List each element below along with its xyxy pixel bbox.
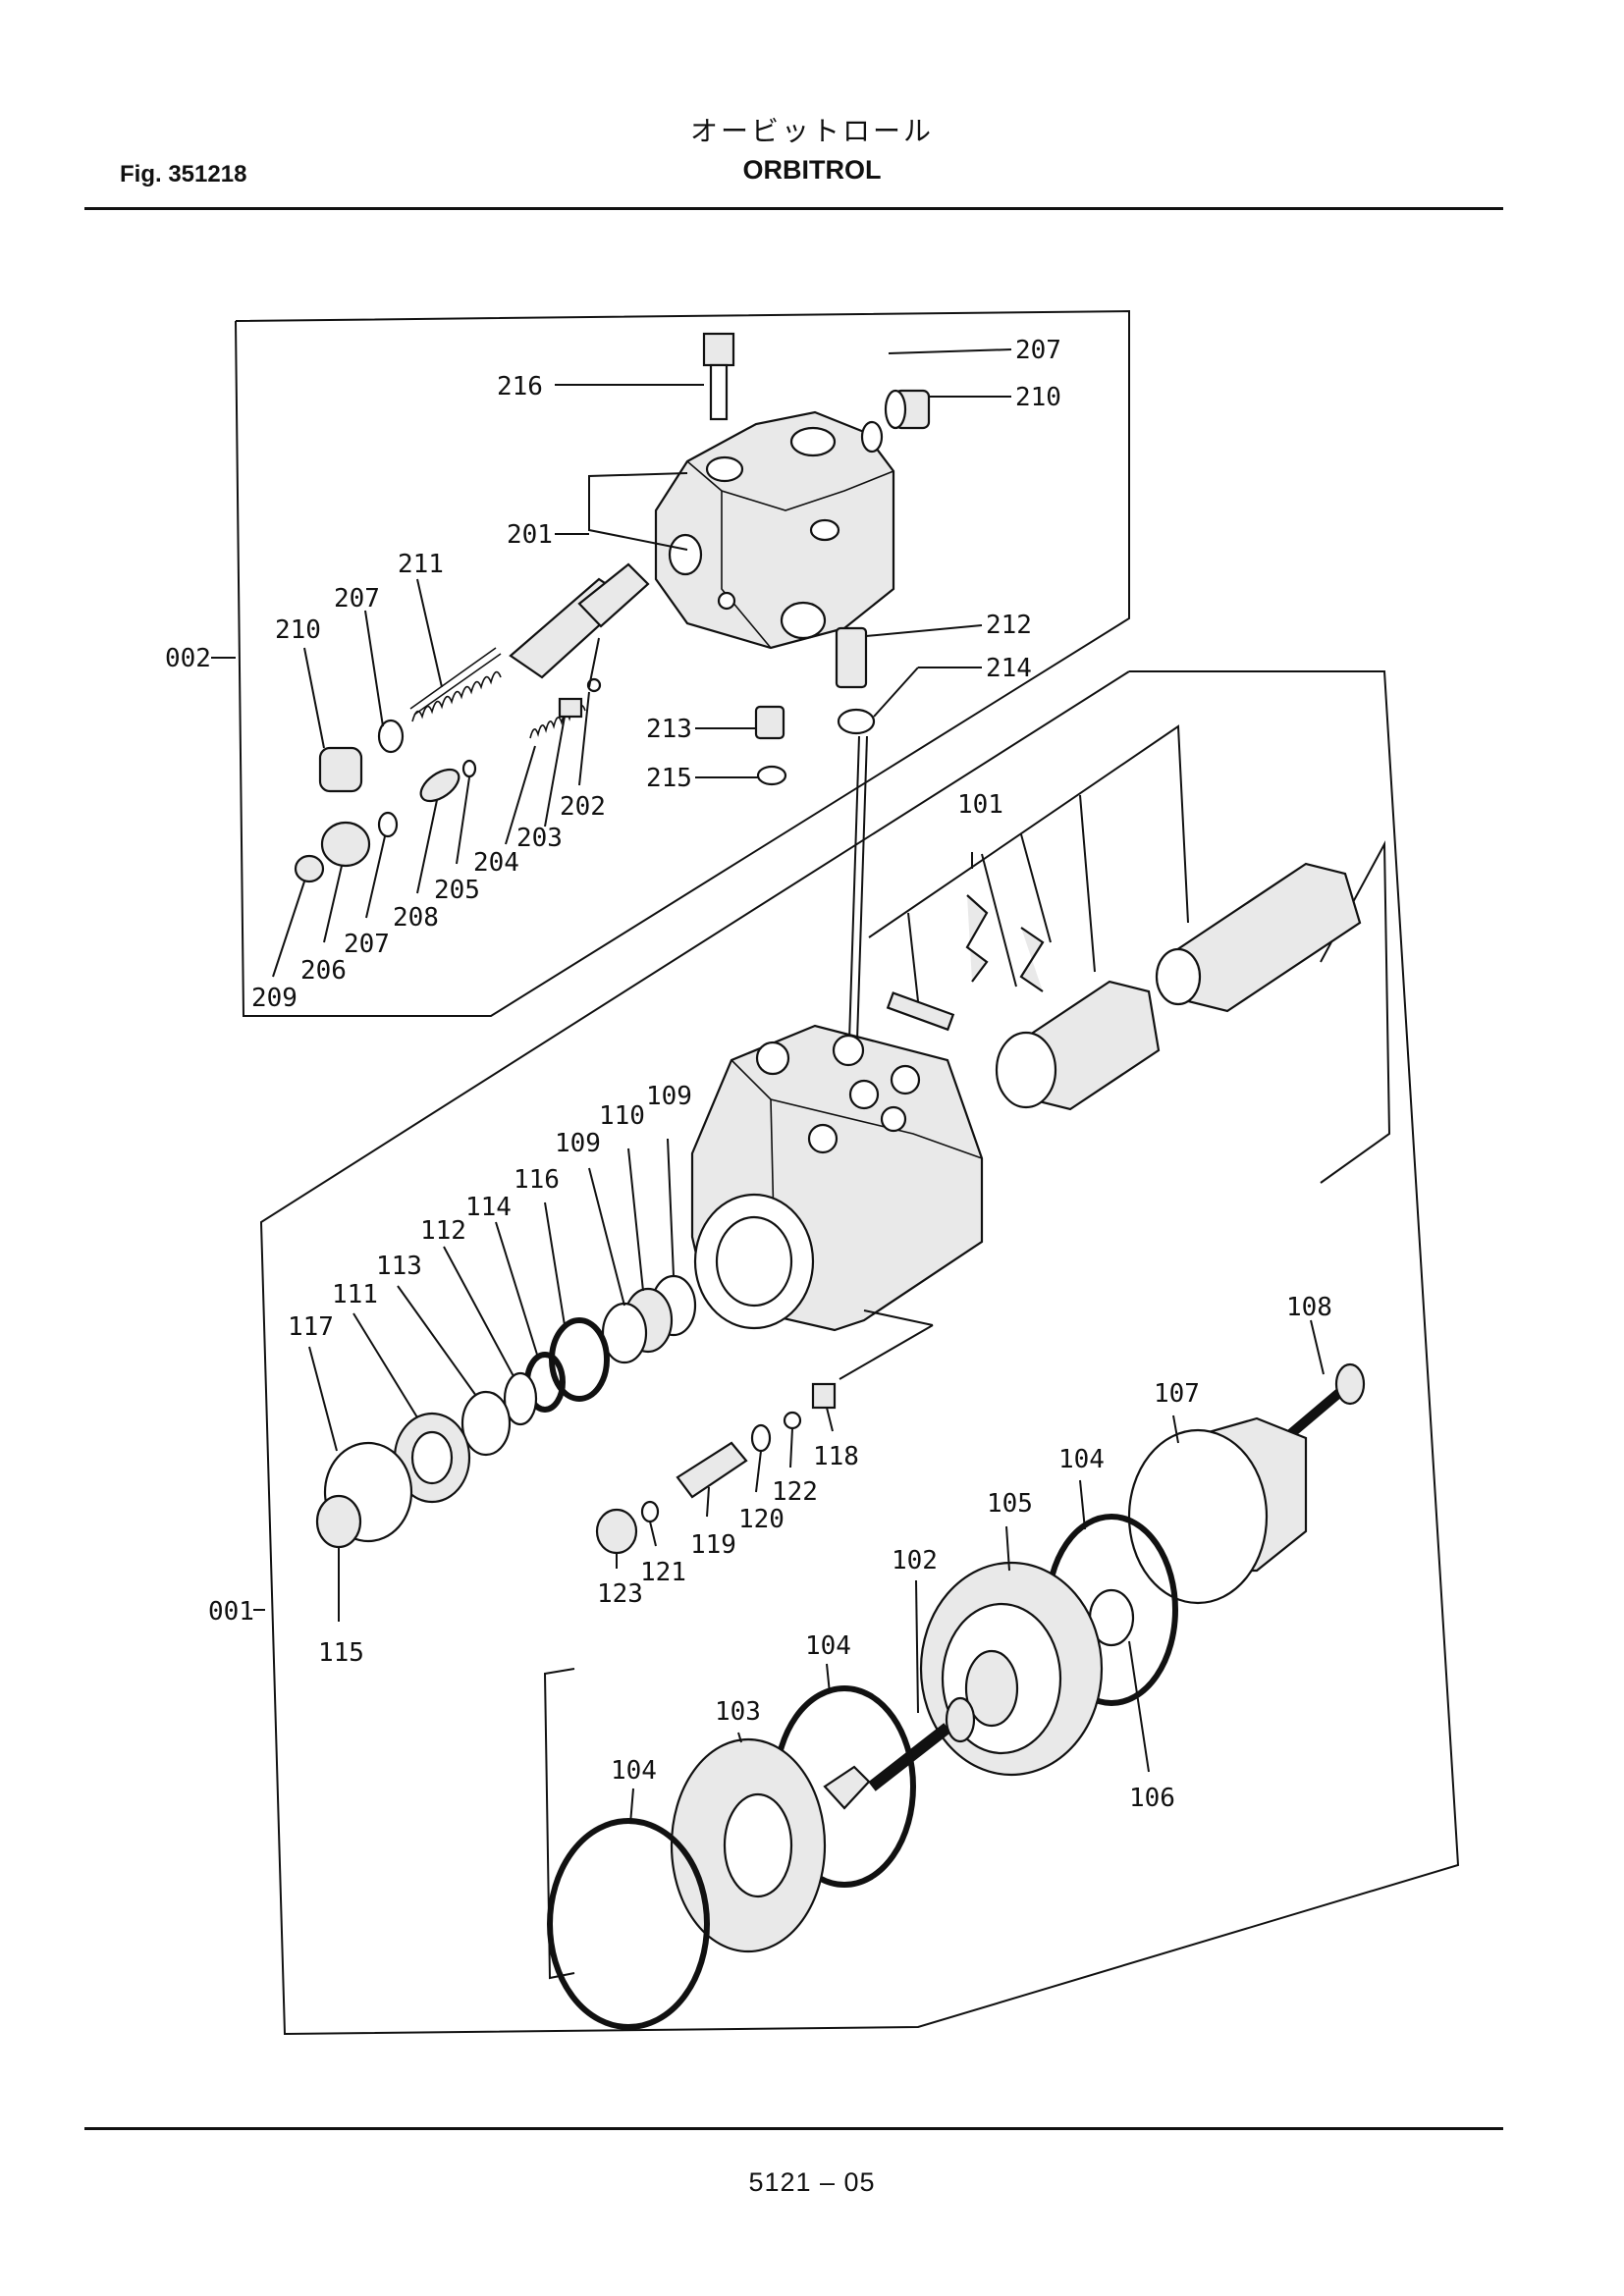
header-rule: [84, 207, 1503, 210]
callout-210: 210: [1015, 383, 1061, 412]
callout-111: 111: [332, 1280, 378, 1309]
callout-113: 113: [376, 1252, 422, 1281]
seal-215: [756, 765, 787, 786]
callout-208: 208: [393, 903, 439, 933]
valve-body-201: [654, 410, 895, 650]
o-ring-207-left: [377, 719, 405, 754]
spacer-plate: [823, 1765, 871, 1810]
callout-115: 115: [318, 1638, 364, 1668]
o-ring-121: [640, 1500, 660, 1523]
gerotor-105: [919, 1561, 1104, 1777]
callout-211: 211: [398, 550, 444, 579]
callout-123: 123: [597, 1579, 643, 1609]
spool-sleeve: [509, 562, 650, 679]
page-title: ORBITROL: [742, 155, 882, 185]
callout-210-left: 210: [275, 615, 321, 645]
fitting-212: [835, 626, 868, 689]
assembly-001-label: 001: [208, 1597, 254, 1627]
end-cap-107: [1127, 1416, 1308, 1605]
plug-123: [595, 1508, 638, 1555]
spring-leaf-b: [1019, 927, 1045, 992]
assembly-002-label: 002: [165, 644, 211, 673]
callout-102: 102: [892, 1546, 938, 1575]
callout-209: 209: [251, 984, 298, 1013]
callout-120: 120: [738, 1505, 785, 1534]
callout-206: 206: [300, 956, 347, 986]
page-title-japanese: オービットロール: [689, 115, 934, 147]
o-ring-207-lower: [377, 811, 399, 838]
spool-101: [1155, 862, 1362, 1013]
callout-108: 108: [1286, 1293, 1332, 1322]
o-ring-214: [837, 708, 876, 735]
o-ring-205: [461, 759, 477, 778]
assembly-001-frame: [259, 670, 1460, 2036]
o-ring-104-c: [547, 1818, 710, 2030]
callout-207: 207: [1015, 336, 1061, 365]
callout-207-left: 207: [334, 584, 380, 614]
pin-guide-line: [848, 735, 860, 1041]
check-118: [811, 1382, 837, 1410]
seal-113: [460, 1390, 512, 1457]
o-ring-120: [750, 1423, 772, 1453]
pin-101: [886, 991, 955, 1032]
callout-114: 114: [465, 1193, 512, 1222]
seal-112: [503, 1371, 538, 1426]
callout-106: 106: [1129, 1784, 1175, 1813]
plate-103: [670, 1737, 827, 1953]
spring-leaf-a: [965, 894, 989, 983]
callout-205: 205: [434, 876, 480, 905]
callout-105: 105: [987, 1489, 1033, 1519]
callout-112: 112: [420, 1216, 466, 1246]
callout-122: 122: [772, 1477, 818, 1507]
callout-207-lower: 207: [344, 930, 390, 959]
callout-121: 121: [640, 1558, 686, 1587]
callout-101: 101: [957, 790, 1003, 820]
callout-212: 212: [986, 611, 1032, 640]
callout-204: 204: [473, 848, 519, 878]
plug-210-left: [318, 746, 363, 793]
bolt-216: [702, 332, 735, 421]
callout-109: 109: [646, 1082, 692, 1111]
callout-216: 216: [497, 372, 543, 401]
sleeve-101: [995, 980, 1161, 1111]
callout-118: 118: [813, 1442, 859, 1471]
plug-210-top: [884, 389, 931, 430]
callout-117: 117: [288, 1312, 334, 1342]
bracket-lower: [543, 1668, 575, 1980]
callout-119: 119: [690, 1530, 736, 1560]
spring-211: [409, 647, 502, 716]
callout-214: 214: [986, 654, 1032, 683]
nut-209: [294, 854, 325, 883]
fitting-213: [754, 705, 785, 740]
callout-104: 104: [1058, 1445, 1105, 1474]
figure-number: Fig. 351218: [120, 161, 247, 187]
cap-206: [320, 821, 371, 868]
callout-110: 110: [599, 1101, 645, 1131]
ball-122: [783, 1411, 802, 1430]
valve-119: [676, 1441, 748, 1499]
footer-rule: [84, 2127, 1503, 2130]
poppet-203: [558, 697, 583, 719]
o-ring-207-top: [860, 420, 884, 454]
assembly-002-frame: [235, 309, 1130, 1017]
callout-213: 213: [646, 715, 692, 744]
callout-104-mid: 104: [805, 1631, 851, 1661]
callout-103: 103: [715, 1697, 761, 1727]
callout-202: 202: [560, 792, 606, 822]
callout-104-lower: 104: [611, 1756, 657, 1786]
callout-203: 203: [516, 824, 563, 853]
callout-215: 215: [646, 764, 692, 793]
callout-116: 116: [514, 1165, 560, 1195]
dust-seal-115: [315, 1494, 362, 1549]
housing-block: [690, 1024, 984, 1332]
callout-201: 201: [507, 520, 553, 550]
callout-107: 107: [1154, 1379, 1200, 1409]
page-number: 5121 – 05: [748, 2167, 876, 2197]
callout-109-lower: 109: [555, 1129, 601, 1158]
spring-211-coils: [411, 670, 502, 722]
screw-208: [419, 768, 460, 803]
